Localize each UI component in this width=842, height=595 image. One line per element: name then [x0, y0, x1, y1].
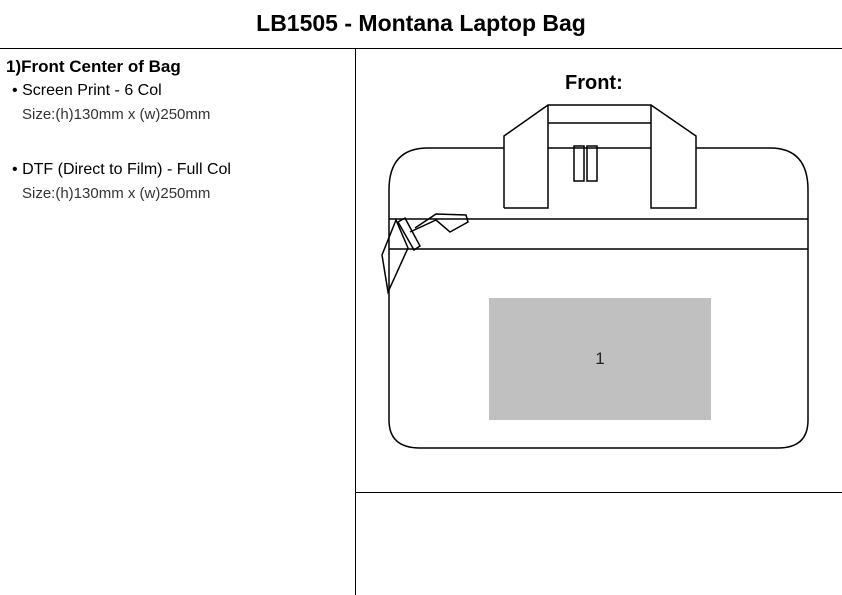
handle: [503, 104, 697, 209]
option-dtf: • DTF (Direct to Film) - Full Col: [12, 161, 231, 179]
bullet: •: [12, 161, 18, 178]
zipper-pull-icon: [586, 145, 598, 182]
header-divider: [0, 48, 842, 49]
strap-clip: [409, 213, 469, 233]
option-size: Size:(h)130mm x (w)250mm: [22, 106, 211, 123]
section-heading: 1)Front Center of Bag: [6, 57, 181, 76]
bag-outline: [388, 147, 809, 449]
column-divider: [355, 48, 356, 595]
option-label: Screen Print - 6 Col: [22, 82, 162, 99]
option-size: Size:(h)130mm x (w)250mm: [22, 185, 211, 202]
image-divider: [355, 492, 842, 493]
print-area: [489, 298, 711, 420]
print-area-fill: [489, 298, 711, 420]
bullet: •: [12, 82, 18, 99]
page-title: LB1505 - Montana Laptop Bag: [256, 10, 586, 36]
option-label: DTF (Direct to Film) - Full Col: [22, 161, 231, 178]
print-area-number: 1: [595, 349, 605, 368]
zipper-pull-icon: [573, 145, 585, 182]
strap: [381, 218, 409, 295]
view-label: Front:: [565, 72, 623, 94]
option-screen-print: • Screen Print - 6 Col: [12, 82, 162, 100]
